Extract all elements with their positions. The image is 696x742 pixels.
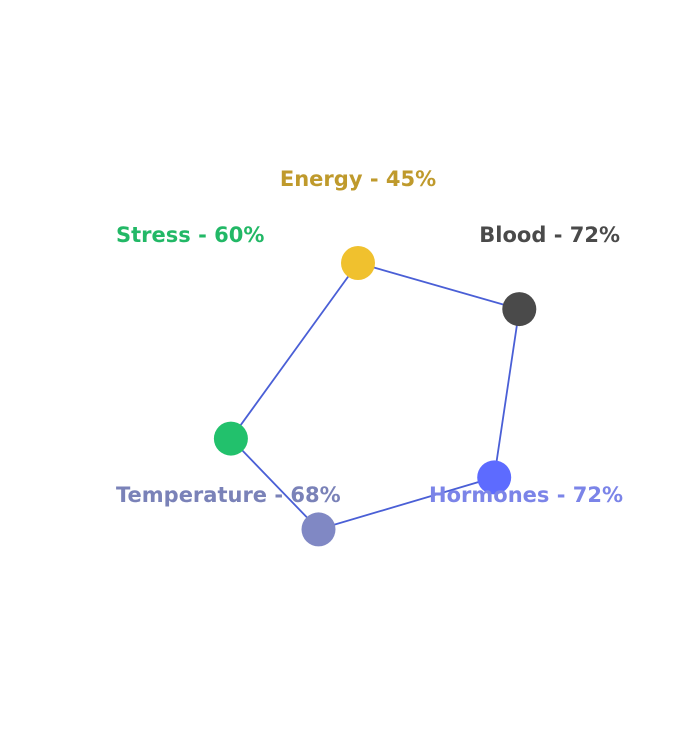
label-stress: Stress - 60% — [116, 223, 264, 247]
label-temperature: Temperature - 68% — [116, 483, 341, 507]
label-hormones: Hormones - 72% — [429, 483, 623, 507]
data-points — [213, 246, 537, 547]
point-energy[interactable] — [341, 246, 375, 280]
label-energy: Energy - 45% — [280, 167, 436, 191]
point-stress[interactable] — [213, 421, 248, 456]
series-outline — [229, 261, 521, 531]
point-blood[interactable] — [502, 292, 537, 327]
data-labels: Energy - 45% Blood - 72% Hormones - 72% … — [116, 167, 623, 507]
label-blood: Blood - 72% — [479, 223, 620, 247]
point-hormones[interactable] — [477, 460, 512, 495]
point-temperature[interactable] — [301, 512, 336, 547]
